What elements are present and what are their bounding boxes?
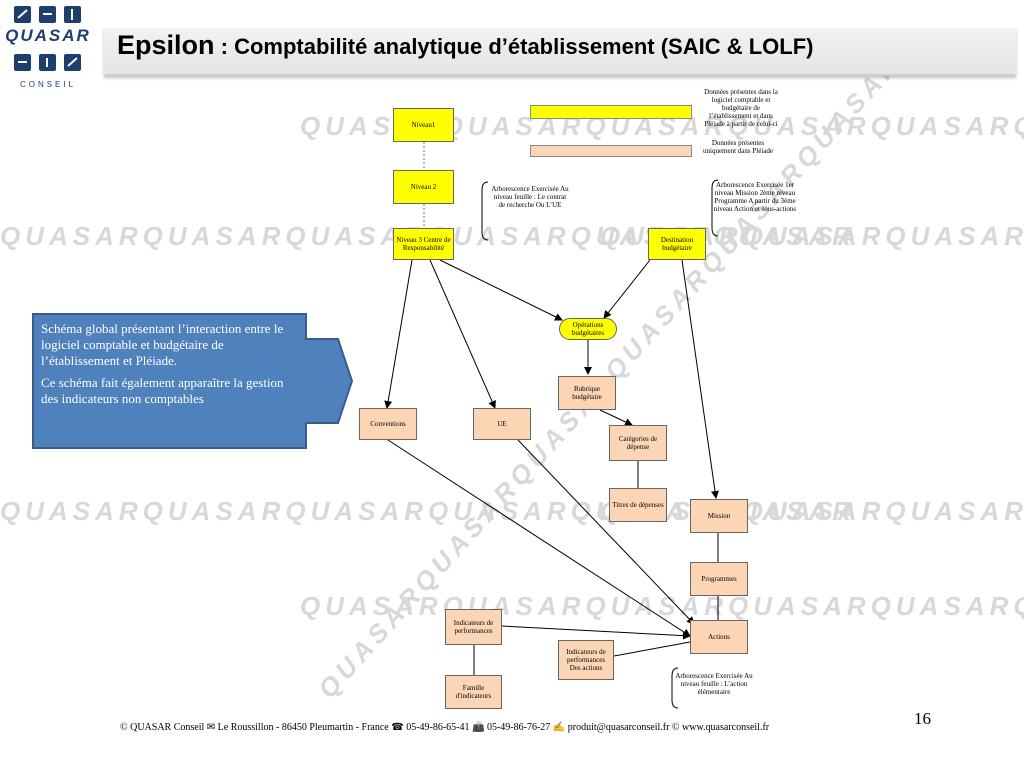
brace-left	[481, 181, 489, 241]
node-famille-indicateurs: Famille d'indicateurs	[445, 675, 502, 709]
callout-arrow-shape	[32, 313, 354, 449]
node-operations: Opérations budgétaires	[559, 318, 617, 340]
arrow-conventions-actions	[387, 439, 691, 637]
arrow-destination-mission	[681, 259, 719, 499]
node-ue: UE	[473, 408, 531, 440]
node-programmes: Programmes	[690, 562, 748, 596]
node-destination: Destination budgétaire	[648, 228, 706, 260]
logo-word: QUASAR	[5, 26, 91, 45]
arrow-ue-actions	[517, 439, 695, 625]
arrow-niveau3-conventions	[384, 259, 413, 409]
title-main: Epsilon	[117, 30, 215, 60]
note-arborescence-right: Arborescence Exercisée 1er niveau Missio…	[713, 181, 797, 213]
legend-yellow-swatch	[530, 105, 692, 119]
arrow-rubrique-categories	[599, 409, 633, 426]
arrow-niveau3-operations	[439, 259, 563, 321]
title-separator: :	[214, 34, 235, 59]
node-niveau3: Niveau 3 Centre de Responsabilité	[393, 228, 454, 260]
line-actions-indicactions	[613, 641, 691, 657]
footer-contact: © QUASAR Conseil ✉ Le Roussillon - 86450…	[120, 722, 770, 733]
node-titres: Titres de dépenses	[609, 488, 667, 522]
node-actions: Actions	[690, 620, 748, 654]
note-arborescence-left: Arborescence Exercisée Au niveau feuille…	[491, 185, 569, 209]
logo-sub: CONSEIL	[19, 80, 77, 89]
node-niveau2: Niveau 2	[393, 170, 454, 204]
legend-peach-swatch	[530, 145, 692, 157]
quasar-logo: QUASAR CONSEIL	[0, 0, 96, 98]
node-categories: Catégories de dépense	[609, 425, 667, 461]
arrow-destination-operations	[603, 259, 651, 319]
brace-right	[711, 179, 719, 237]
legend-yellow-text: Données présentes dans la logiciel compt…	[704, 88, 778, 128]
callout-paragraph-2: Ce schéma fait également apparaître la g…	[41, 375, 284, 406]
note-arborescence-bottom: Arborescence Exercisée Au niveau feuille…	[675, 672, 753, 696]
arrow-niveau3-ue	[429, 259, 496, 409]
callout-paragraph-1: Schéma global présentant l’interaction e…	[41, 321, 284, 368]
brace-bottom	[671, 667, 679, 709]
page-title: Epsilon : Comptabilité analytique d’étab…	[117, 30, 813, 61]
legend-peach-text: Données présentes uniquement dans Pléiad…	[703, 139, 773, 155]
arrow-indicperf-actions	[501, 625, 691, 640]
node-niveau1: Niveau1	[393, 108, 454, 142]
node-mission: Mission	[690, 499, 748, 533]
page-number: 16	[914, 709, 931, 728]
logo-grid-icon	[14, 6, 81, 71]
node-indicateurs-actions: Indicateurs de performances Des actions	[558, 640, 614, 680]
callout-text: Schéma global présentant l’interaction e…	[41, 321, 293, 413]
header-bar	[104, 28, 1016, 76]
title-sub: Comptabilité analytique d’établissement …	[234, 34, 814, 59]
node-indicateurs-performances: Indicateurs de performances	[445, 609, 502, 645]
node-conventions: Conventions	[359, 408, 417, 440]
node-rubrique: Rubrique budgétaire	[558, 376, 616, 410]
